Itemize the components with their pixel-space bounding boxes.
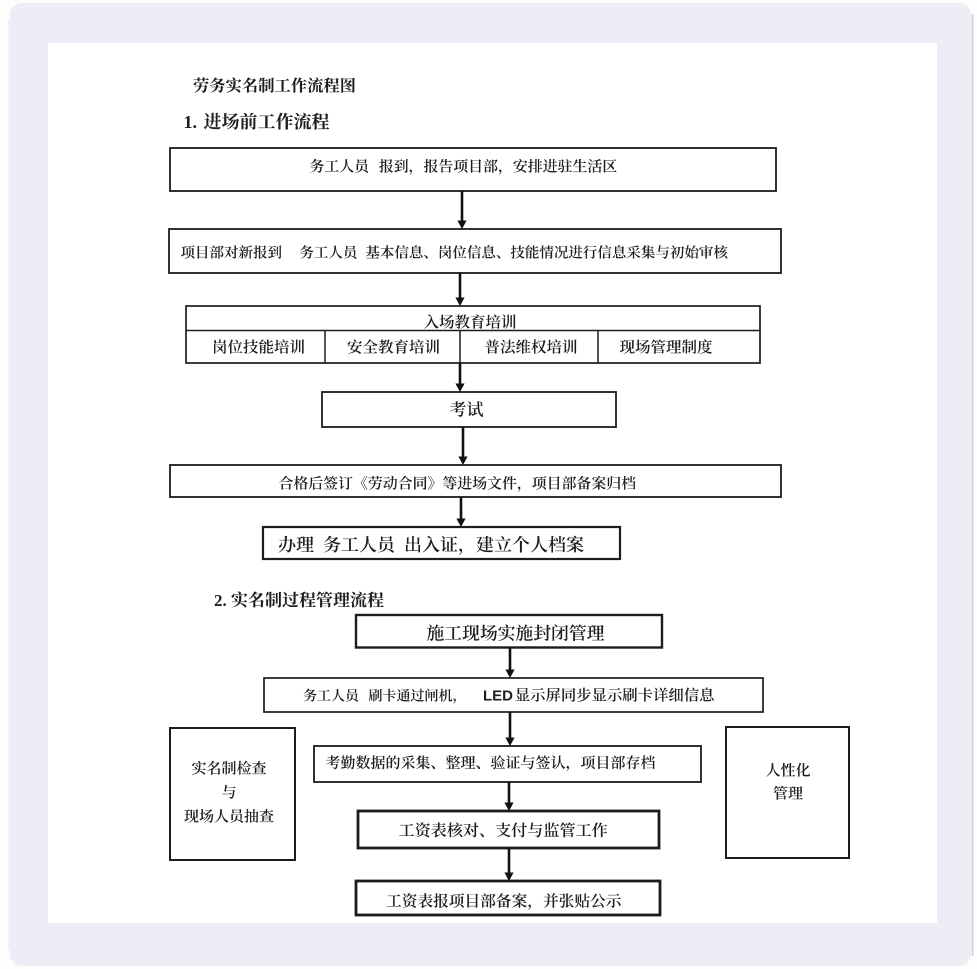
svg-text:LED: LED bbox=[483, 688, 513, 705]
svg-text:2.: 2. bbox=[214, 591, 227, 610]
svg-text:1.: 1. bbox=[184, 112, 198, 132]
